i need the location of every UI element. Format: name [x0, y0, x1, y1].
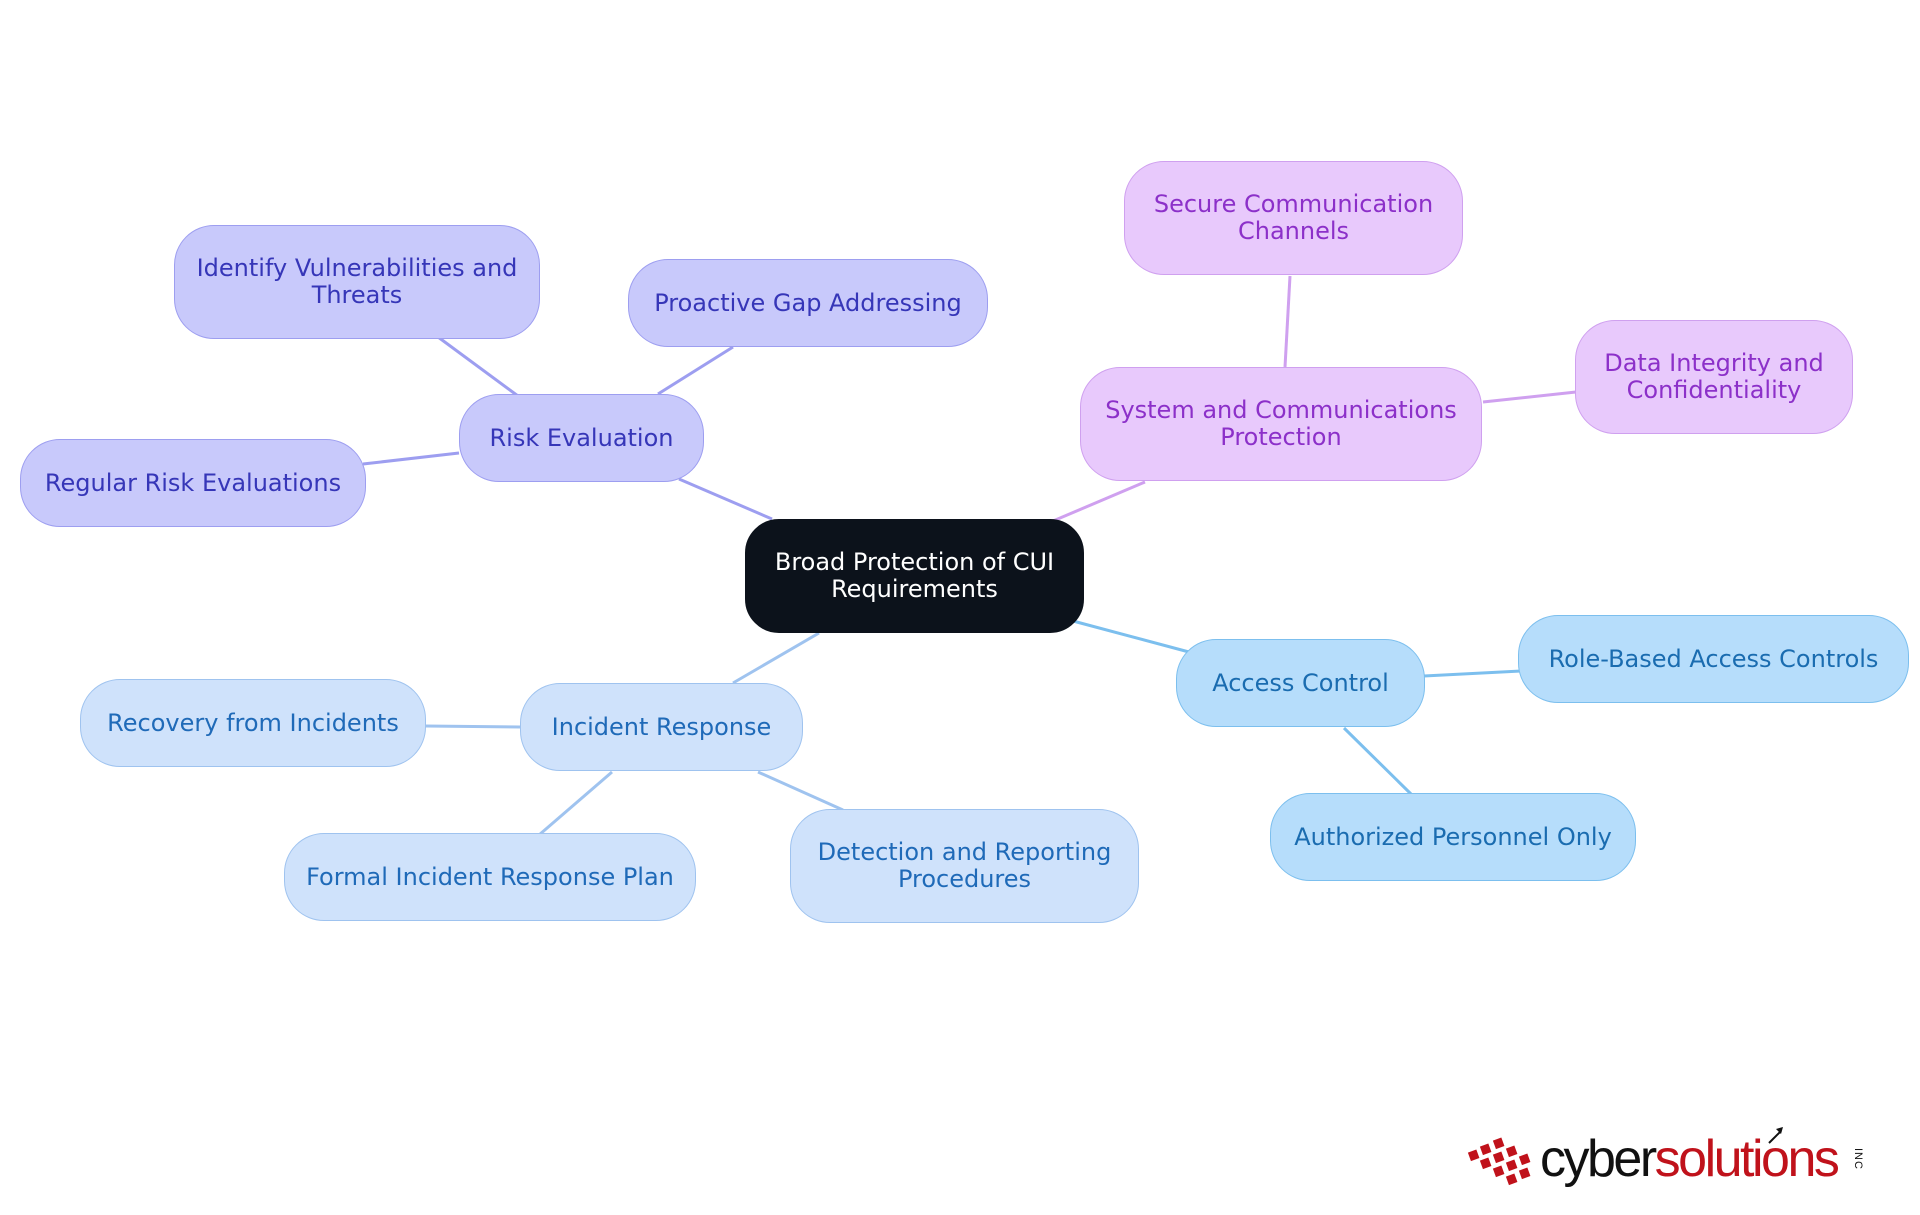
recovery-from-incidents-node[interactable]: Recovery from Incidents: [80, 679, 426, 767]
secure-communication-channels-label: Secure Communication Channels: [1153, 190, 1434, 245]
proactive-gap-label: Proactive Gap Addressing: [654, 288, 962, 317]
role-based-access-controls-node[interactable]: Role-Based Access Controls: [1518, 615, 1909, 703]
logo-inc: INC: [1852, 1148, 1864, 1170]
data-integrity-confidentiality-label: Data Integrity and Confidentiality: [1604, 349, 1824, 404]
connector-central-incident-response: [732, 631, 820, 685]
data-integrity-confidentiality-node[interactable]: Data Integrity and Confidentiality: [1575, 320, 1853, 434]
secure-communication-channels-node[interactable]: Secure Communication Channels: [1124, 161, 1463, 275]
risk-evaluation-node[interactable]: Risk Evaluation: [459, 394, 704, 482]
connector-system-communications-data-integrity: [1482, 390, 1577, 404]
formal-incident-response-plan-node[interactable]: Formal Incident Response Plan: [284, 833, 696, 921]
connector-risk-evaluation-proactive-gap: [657, 345, 734, 396]
system-communications-protection-label: System and Communications Protection: [1105, 396, 1457, 451]
detection-reporting-procedures-node[interactable]: Detection and Reporting Procedures: [790, 809, 1139, 923]
logo-word-solutions: solutions: [1654, 1130, 1840, 1188]
logo-word-cyber: cyber: [1540, 1130, 1657, 1188]
logo-arrow-icon: [1768, 1127, 1783, 1144]
connector-risk-evaluation-identify-vulnerabilities: [437, 335, 519, 398]
detection-reporting-procedures-label: Detection and Reporting Procedures: [817, 838, 1112, 893]
connector-incident-response-formal-plan: [538, 770, 613, 837]
recovery-from-incidents-label: Recovery from Incidents: [107, 708, 399, 737]
connector-central-system-communications: [1052, 480, 1146, 523]
connector-access-control-authorized-personnel: [1342, 726, 1413, 796]
logo-wordmark: cybersolutions: [1540, 1129, 1840, 1189]
access-control-label: Access Control: [1212, 668, 1389, 697]
identify-vulnerabilities-node[interactable]: Identify Vulnerabilities and Threats: [174, 225, 540, 339]
connector-central-access-control: [1072, 619, 1190, 654]
risk-evaluation-label: Risk Evaluation: [489, 423, 674, 452]
formal-incident-response-plan-label: Formal Incident Response Plan: [306, 862, 674, 891]
regular-risk-evaluations-label: Regular Risk Evaluations: [44, 468, 342, 497]
proactive-gap-node[interactable]: Proactive Gap Addressing: [628, 259, 988, 347]
system-communications-protection-node[interactable]: System and Communications Protection: [1080, 367, 1482, 481]
logo-mark-icon: [1467, 1137, 1531, 1186]
connector-incident-response-detection: [757, 770, 844, 812]
connector-system-communications-secure-channels: [1283, 275, 1292, 368]
central-node[interactable]: Broad Protection of CUI Requirements: [745, 519, 1084, 633]
connector-central-risk-evaluation: [678, 477, 773, 521]
connector-incident-response-recovery: [424, 724, 521, 729]
regular-risk-evaluations-node[interactable]: Regular Risk Evaluations: [20, 439, 366, 527]
access-control-node[interactable]: Access Control: [1176, 639, 1425, 727]
identify-vulnerabilities-label: Identify Vulnerabilities and Threats: [196, 254, 518, 309]
connector-risk-evaluation-regular-risk: [362, 451, 460, 466]
authorized-personnel-only-label: Authorized Personnel Only: [1294, 822, 1612, 851]
incident-response-label: Incident Response: [551, 712, 772, 741]
incident-response-node[interactable]: Incident Response: [520, 683, 803, 771]
cybersolutions-logo: cybersolutions INC: [1467, 1125, 1877, 1200]
authorized-personnel-only-node[interactable]: Authorized Personnel Only: [1270, 793, 1636, 881]
connector-access-control-role-based: [1423, 669, 1522, 678]
central-node-label: Broad Protection of CUI Requirements: [774, 548, 1055, 603]
role-based-access-controls-label: Role-Based Access Controls: [1548, 644, 1879, 673]
